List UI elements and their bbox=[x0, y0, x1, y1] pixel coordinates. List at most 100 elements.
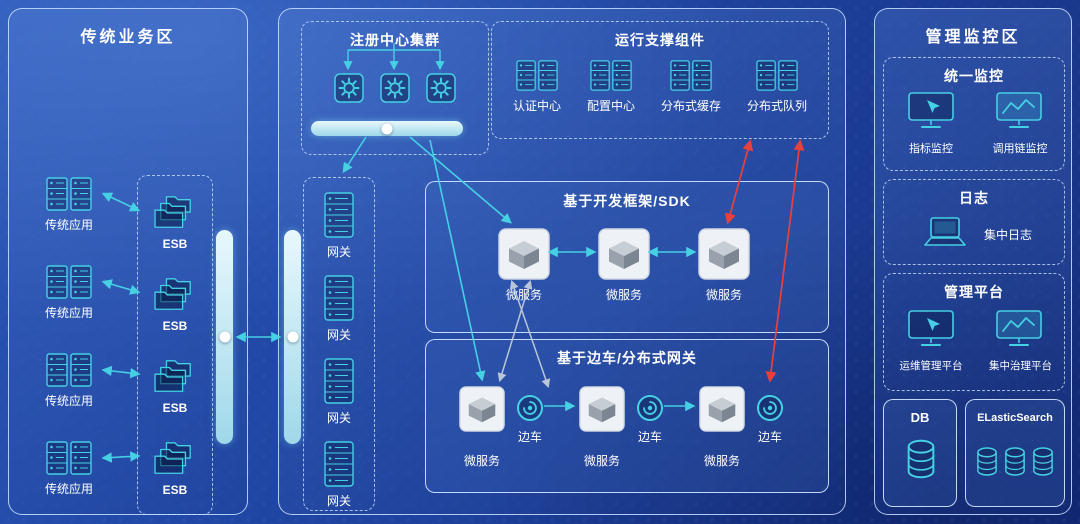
log-box-title: 日志 bbox=[959, 190, 989, 206]
sidecar-label: 边车 bbox=[517, 430, 542, 444]
ops-platform-icon bbox=[908, 310, 954, 348]
centralized-log-label: 集中日志 bbox=[983, 228, 1032, 242]
server-rack-icon bbox=[46, 353, 92, 387]
esb-item: ESB bbox=[138, 358, 212, 415]
bus-node bbox=[287, 331, 298, 343]
folder-stack-icon bbox=[153, 358, 197, 396]
gear-icon bbox=[334, 73, 364, 103]
microservice-label: 微服务 bbox=[703, 454, 740, 468]
tracing-monitor-icon bbox=[996, 92, 1042, 130]
server-rack-icon bbox=[590, 60, 632, 91]
support-item: 认证中心 bbox=[513, 60, 561, 114]
metrics-monitor-label: 指标监控 bbox=[909, 143, 953, 155]
gateway-item: 网关 bbox=[304, 441, 374, 509]
traditional-zone: 传统业务区 传统应用 传统应用 传统应用 传统应用 ESB ESB bbox=[8, 8, 248, 515]
db-label: DB bbox=[910, 410, 930, 425]
microservice-label: 微服务 bbox=[605, 288, 642, 302]
support-item-label: 认证中心 bbox=[512, 99, 561, 113]
support-item-label: 分布式队列 bbox=[746, 99, 807, 113]
gateway-item: 网关 bbox=[304, 192, 374, 260]
microservice-zone: 注册中心集群 运行支撑组件 认证中心 配置中心 分布式缓存 分布式队 bbox=[278, 8, 846, 515]
microservice-label: 微服务 bbox=[583, 454, 620, 468]
esb-group: ESB ESB ESB ESB bbox=[137, 175, 213, 515]
support-item: 分布式缓存 bbox=[661, 60, 721, 114]
gateway-label: 网关 bbox=[326, 245, 351, 259]
gateway-label: 网关 bbox=[326, 411, 351, 425]
microservice-cube-icon bbox=[459, 386, 505, 432]
esb-item: ESB bbox=[138, 276, 212, 333]
metrics-monitor-icon bbox=[908, 92, 954, 130]
sidecar-label: 边车 bbox=[637, 430, 662, 444]
management-platform-box: 管理平台 运维管理平台 集中治理平台 bbox=[883, 273, 1065, 391]
gateway-server-icon bbox=[324, 441, 354, 487]
server-rack-icon bbox=[516, 60, 558, 91]
support-item: 配置中心 bbox=[587, 60, 635, 114]
management-platform-title: 管理平台 bbox=[944, 284, 1004, 300]
gateway-server-icon bbox=[324, 358, 354, 404]
gateway-item: 网关 bbox=[304, 275, 374, 343]
traditional-app: 传统应用 bbox=[23, 177, 115, 233]
gear-icon bbox=[426, 73, 456, 103]
gateway-label: 网关 bbox=[326, 494, 351, 508]
microservice-label: 微服务 bbox=[505, 288, 542, 302]
bus-node bbox=[381, 123, 393, 134]
folder-stack-icon bbox=[153, 194, 197, 232]
sidecar-box: 基于边车/分布式网关 微服务 微服务 微服务 边车 边车 边车 bbox=[425, 339, 829, 493]
gateway-server-icon bbox=[324, 192, 354, 238]
governance-platform-icon bbox=[996, 310, 1042, 348]
elasticsearch-label: ELasticSearch bbox=[977, 412, 1053, 424]
gateway-label: 网关 bbox=[326, 328, 351, 342]
server-rack-icon bbox=[46, 177, 92, 211]
gateway-server-icon bbox=[324, 275, 354, 321]
runtime-support-box: 运行支撑组件 认证中心 配置中心 分布式缓存 分布式队列 bbox=[491, 21, 829, 139]
laptop-icon bbox=[922, 216, 968, 250]
server-rack-icon bbox=[46, 441, 92, 475]
load-balancer-bar bbox=[311, 121, 463, 136]
bus-bar-left bbox=[216, 230, 233, 444]
sidecar-icon bbox=[516, 394, 544, 422]
microservice-cube-icon bbox=[498, 228, 550, 280]
microservice-cube-icon bbox=[579, 386, 625, 432]
traditional-app: 传统应用 bbox=[23, 441, 115, 497]
microservice-cube-icon bbox=[699, 386, 745, 432]
server-rack-icon bbox=[46, 265, 92, 299]
microservice-label: 微服务 bbox=[705, 288, 742, 302]
esb-item: ESB bbox=[138, 194, 212, 251]
elasticsearch-box: ELasticSearch bbox=[965, 399, 1065, 507]
unified-monitoring-title: 统一监控 bbox=[944, 68, 1004, 84]
support-item-label: 分布式缓存 bbox=[660, 99, 721, 113]
microservice-cube-icon bbox=[598, 228, 650, 280]
server-rack-icon bbox=[670, 60, 712, 91]
folder-stack-icon bbox=[153, 276, 197, 314]
registry-cluster-title: 注册中心集群 bbox=[350, 32, 440, 48]
traditional-app-label: 传统应用 bbox=[44, 482, 93, 496]
management-zone: 管理监控区 统一监控 指标监控 调用链监控 日志 集中日志 管理平台 运维管理平… bbox=[874, 8, 1072, 515]
database-cylinder-icon bbox=[906, 438, 936, 480]
server-rack-icon bbox=[756, 60, 798, 91]
sdk-framework-box: 基于开发框架/SDK 微服务 微服务 微服务 bbox=[425, 181, 829, 333]
governance-platform-label: 集中治理平台 bbox=[989, 360, 1052, 372]
sdk-framework-title: 基于开发框架/SDK bbox=[563, 193, 691, 209]
ops-platform-label: 运维管理平台 bbox=[899, 360, 963, 372]
esb-label: ESB bbox=[162, 319, 188, 333]
registry-cluster-box: 注册中心集群 bbox=[301, 21, 489, 155]
support-item: 分布式队列 bbox=[747, 60, 807, 114]
esb-label: ESB bbox=[162, 401, 188, 415]
database-cylinder-icon bbox=[976, 446, 998, 477]
traditional-app-label: 传统应用 bbox=[44, 394, 93, 408]
traditional-app-label: 传统应用 bbox=[44, 218, 93, 232]
esb-label: ESB bbox=[162, 237, 188, 251]
management-zone-title: 管理监控区 bbox=[925, 29, 1021, 46]
sidecar-icon bbox=[756, 394, 784, 422]
esb-label: ESB bbox=[162, 483, 188, 497]
db-box: DB bbox=[883, 399, 957, 507]
bus-bar-right bbox=[284, 230, 301, 444]
folder-stack-icon bbox=[153, 440, 197, 478]
database-cylinder-icon bbox=[1004, 446, 1026, 477]
traditional-app-label: 传统应用 bbox=[44, 306, 93, 320]
runtime-support-title: 运行支撑组件 bbox=[615, 32, 705, 48]
bus-node bbox=[219, 331, 230, 343]
sidecar-icon bbox=[636, 394, 664, 422]
gear-icon bbox=[380, 73, 410, 103]
sidecar-box-title: 基于边车/分布式网关 bbox=[557, 350, 697, 366]
